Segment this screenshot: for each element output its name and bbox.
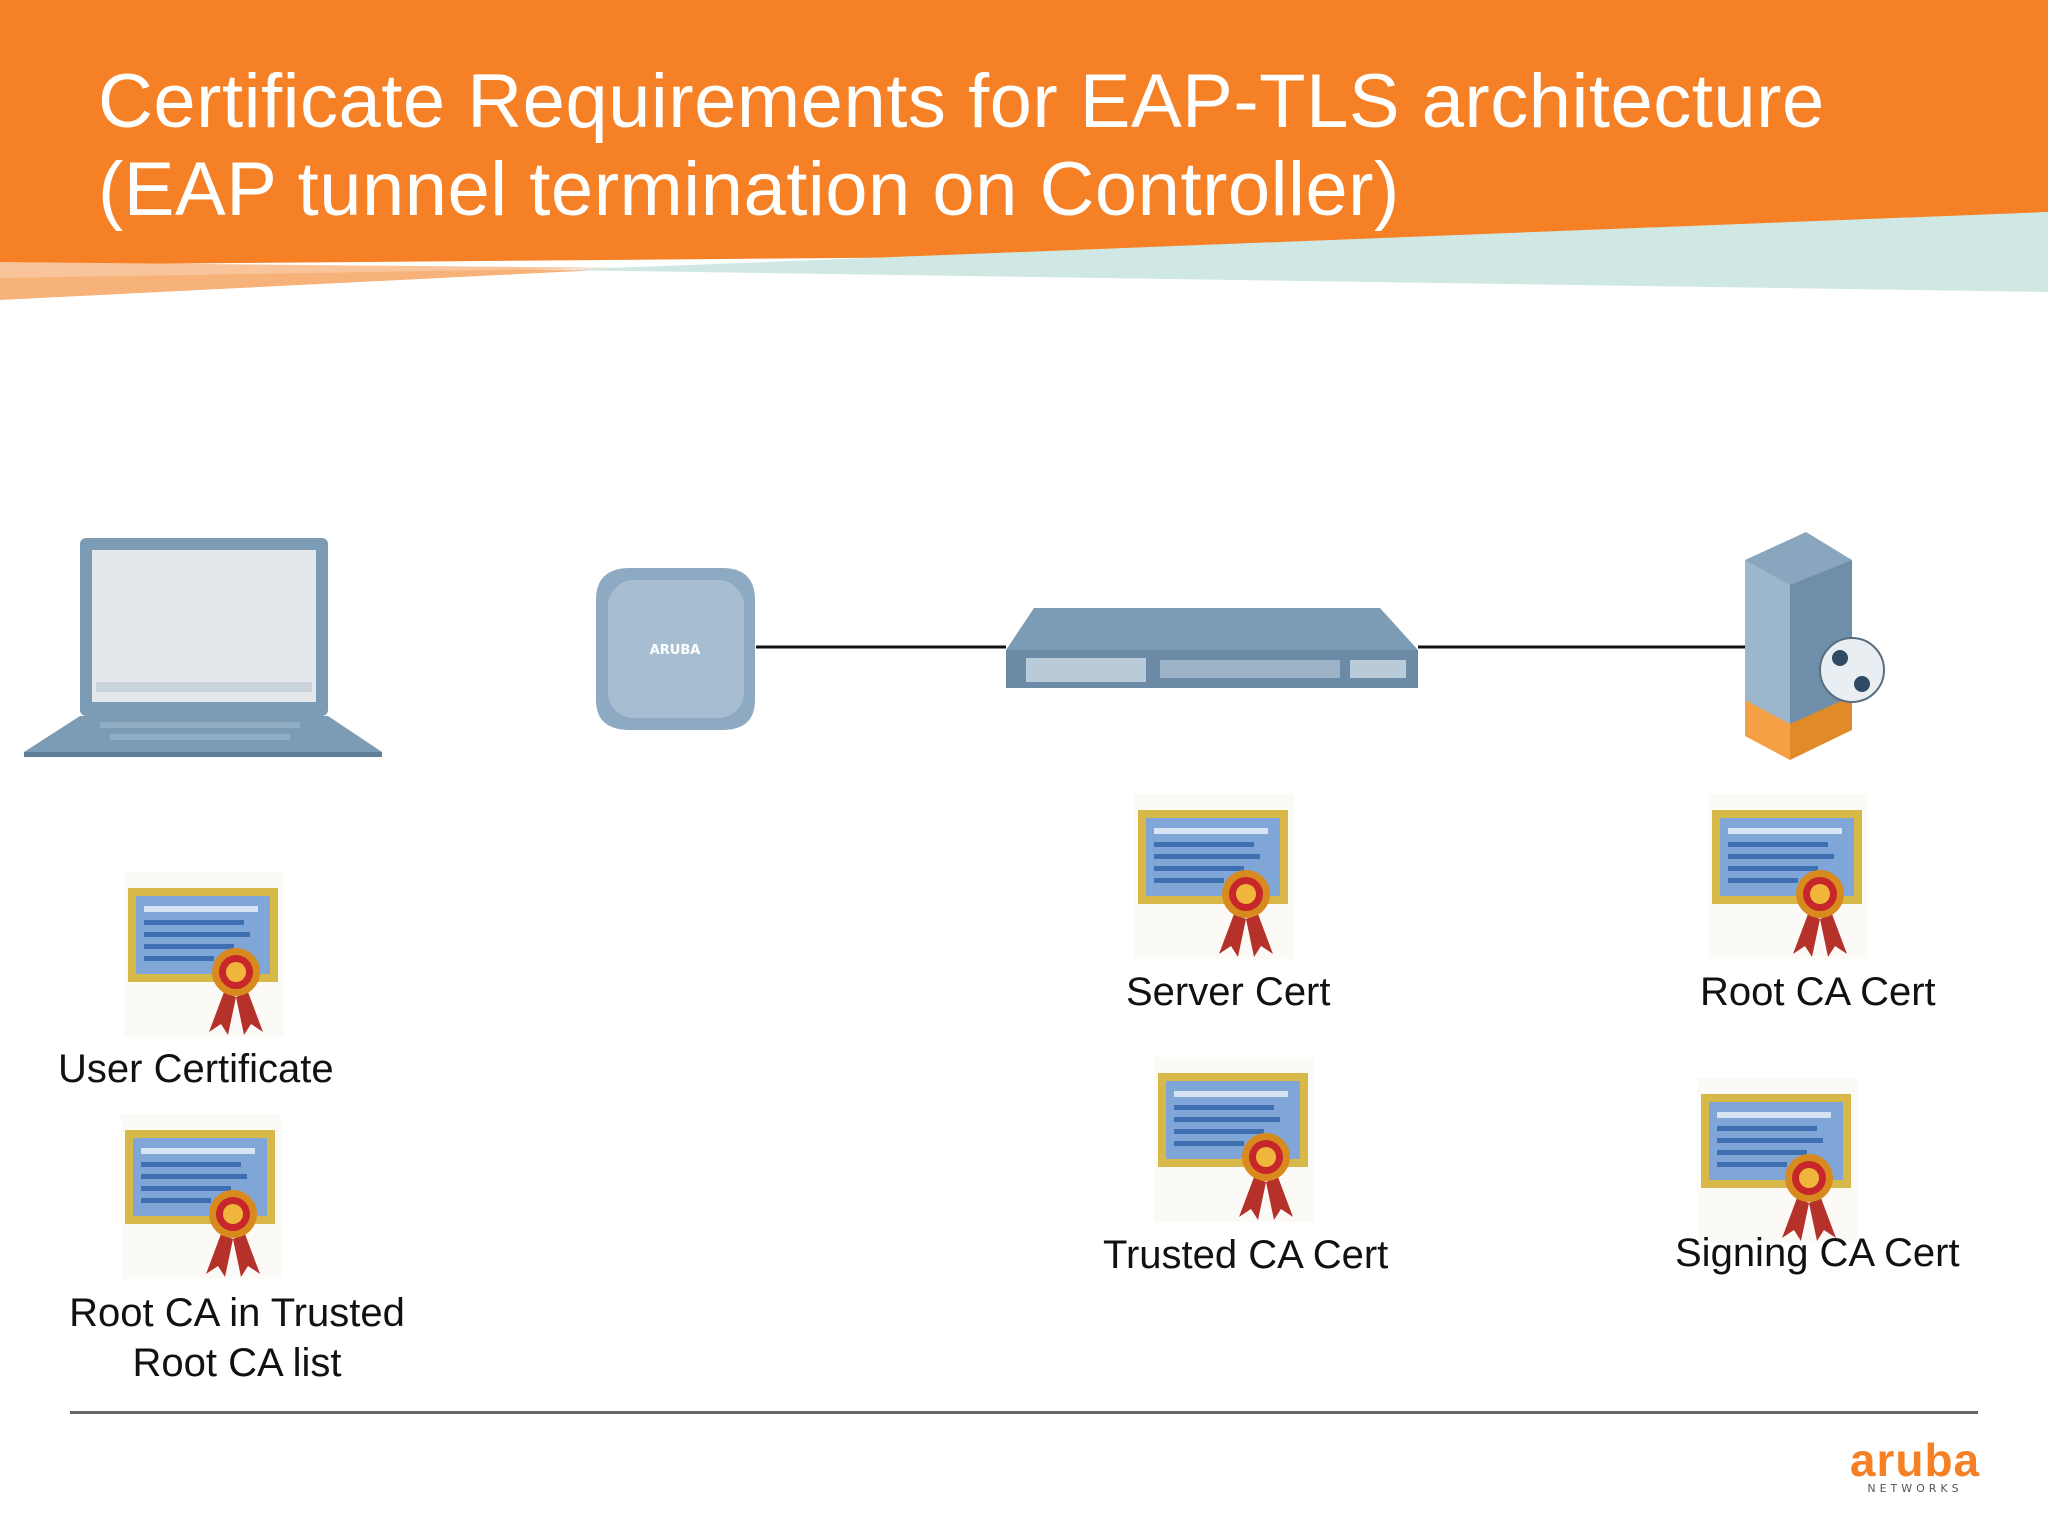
header-banner bbox=[0, 0, 2048, 300]
slide-title: Certificate Requirements for EAP-TLS arc… bbox=[98, 58, 1825, 234]
logo-subtitle: NETWORKS bbox=[1867, 1482, 1963, 1495]
access-point-icon: ARUBA bbox=[596, 568, 755, 730]
signing-ca-cert-icon bbox=[1697, 1078, 1857, 1243]
laptop-icon bbox=[24, 538, 382, 757]
svg-text:ARUBA: ARUBA bbox=[650, 643, 701, 658]
root-ca-trusted-list-icon bbox=[121, 1114, 281, 1279]
aruba-networks-logo: aruba NETWORKS bbox=[1840, 1434, 1990, 1498]
server-cert-icon bbox=[1134, 794, 1294, 959]
signing-ca-cert-label: Signing CA Cert bbox=[1675, 1231, 1960, 1275]
slide-title-line2: (EAP tunnel termination on Controller) bbox=[98, 147, 1400, 232]
root-ca-cert-icon bbox=[1708, 794, 1868, 959]
server-icon bbox=[1745, 532, 1885, 760]
logo-word: aruba bbox=[1849, 1434, 1981, 1486]
server-cert-label: Server Cert bbox=[1126, 970, 1331, 1014]
user-certificate-label: User Certificate bbox=[58, 1047, 334, 1091]
root-ca-trusted-list-label: Root CA in Trusted Root CA list bbox=[58, 1288, 416, 1388]
root-ca-trusted-list-line1: Root CA in Trusted bbox=[69, 1291, 405, 1335]
root-ca-cert-label: Root CA Cert bbox=[1700, 970, 1936, 1014]
controller-icon bbox=[1006, 608, 1418, 688]
root-ca-trusted-list-line2: Root CA list bbox=[132, 1341, 342, 1385]
trusted-ca-cert-icon bbox=[1154, 1057, 1314, 1222]
footer-divider bbox=[70, 1411, 1978, 1414]
slide-title-line1: Certificate Requirements for EAP-TLS arc… bbox=[98, 59, 1825, 144]
trusted-ca-cert-label: Trusted CA Cert bbox=[1103, 1233, 1389, 1277]
user-certificate-icon bbox=[124, 872, 284, 1037]
